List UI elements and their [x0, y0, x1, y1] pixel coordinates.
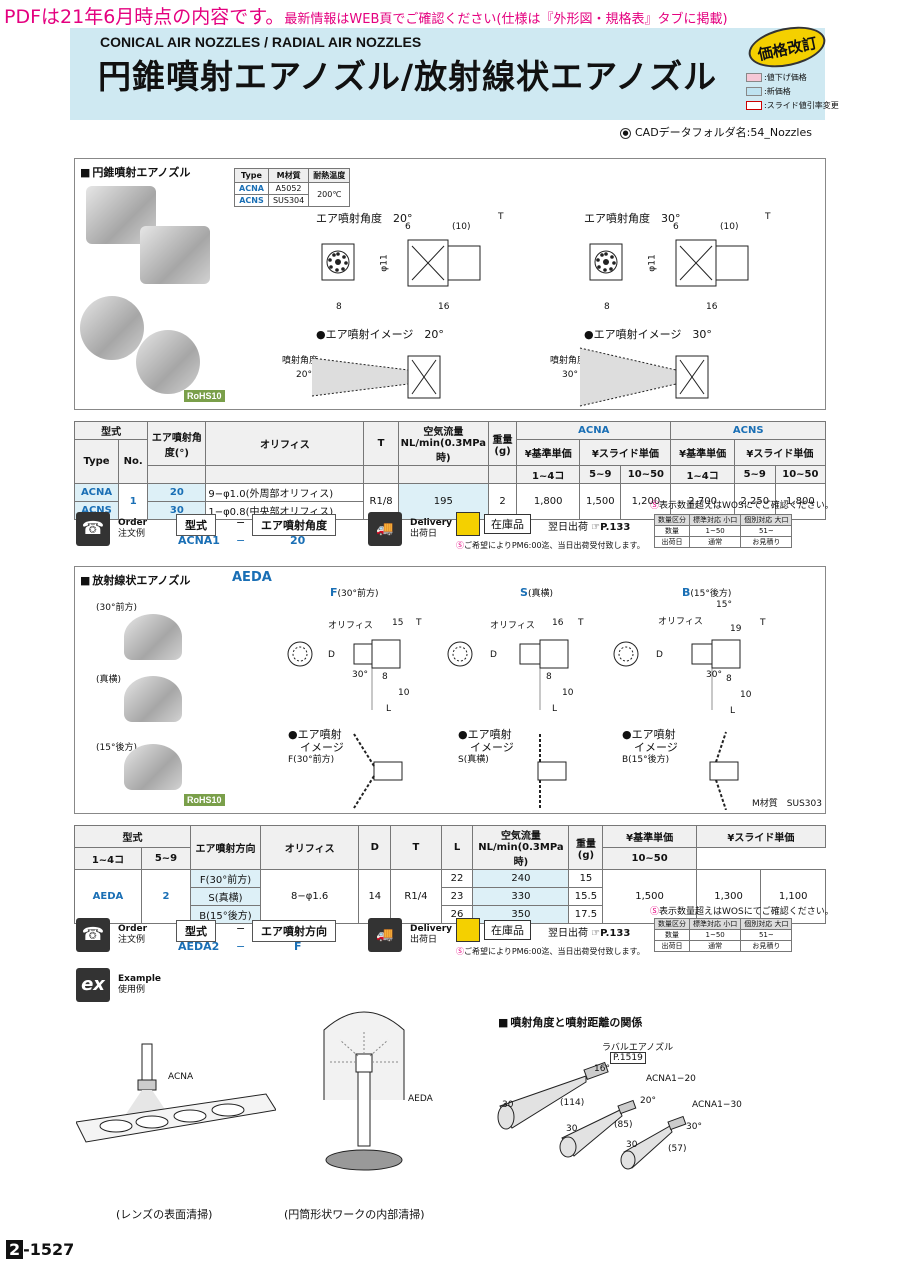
radial-spray-s	[537, 732, 567, 810]
box-icon-2	[456, 918, 480, 942]
delivery-note-2: Ⓢご希望によりPM6:00迄、当日出荷受付致します。	[456, 947, 645, 956]
notice-sub: 最新情報はWEB頁でご確認ください(仕様は『外形図・規格表』タブに掲載)	[284, 12, 728, 27]
spray-cone-30	[579, 347, 709, 407]
phone-icon-2: ☎	[76, 918, 110, 952]
aeda-photo-s	[124, 676, 182, 722]
truck-icon-2: 🚚	[368, 918, 402, 952]
order-example-model-2: AEDA2	[178, 940, 220, 953]
next-day-ship: 翌日出荷 ☞P.133	[548, 522, 631, 533]
radial-spray-b	[709, 731, 739, 810]
laval-page: P.1519	[610, 1052, 646, 1064]
spray-image-20-label: ●エア噴射イメージ 20°	[316, 328, 444, 341]
header-band	[70, 28, 825, 120]
order-col-direction: エア噴射方向	[252, 920, 336, 942]
example-lens-cleaning	[76, 1043, 276, 1143]
box-icon	[456, 512, 480, 536]
order-col-angle: エア噴射角度	[252, 514, 336, 536]
cad-folder: ●CADデータフォルダ名:54_Nozzles	[620, 124, 812, 140]
acns-drawing-30	[589, 239, 749, 287]
type-acna: ACNA	[73, 483, 120, 502]
page-number: 2-1527	[6, 1240, 74, 1259]
relation-title: 噴射角度と噴射距離の関係	[498, 1014, 642, 1030]
radial-title: 放射線状エアノズル	[80, 572, 190, 588]
acna30-label: ACNA1−30	[692, 1100, 742, 1110]
radial-spec-table: 型式 エア噴射方向 オリフィス D T L 空気流量NL/min(0.3MPa時…	[74, 825, 827, 924]
example-cylinder-cleaning	[323, 1011, 405, 1171]
radial-spray-f	[353, 733, 403, 809]
order-example-direction: F	[294, 940, 302, 953]
type-aeda: AEDA	[74, 869, 142, 924]
page-title: 円錐噴射エアノズル/放射線状エアノズル	[98, 57, 718, 96]
acna20-label: ACNA1−20	[646, 1074, 696, 1084]
spray-image-30-label: ●エア噴射イメージ 30°	[584, 328, 712, 341]
pdf-notice: PDFは21年6月時点の内容です。最新情報はWEB頁でご確認ください(仕様は『外…	[4, 2, 728, 29]
order-example-model: ACNA1	[178, 534, 220, 547]
next-day-ship-2: 翌日出荷 ☞P.133	[548, 928, 631, 939]
legend-item-new-price: :新価格	[746, 86, 791, 97]
spray-cone-20	[311, 355, 441, 399]
radial-model: AEDA	[232, 570, 272, 585]
rohs-badge: RoHS10	[184, 390, 225, 402]
order-col-model-2: 型式	[176, 920, 216, 942]
legend-item-price-down: :値下げ価格	[746, 72, 807, 83]
aeda-photo-b	[124, 744, 182, 790]
radial-panel	[74, 566, 826, 814]
ex2-tag: AEDA	[408, 1094, 433, 1104]
notice-main: PDFは21年6月時点の内容です。	[4, 6, 285, 28]
variant-s-label: S(真横)	[520, 586, 553, 599]
ex1-caption: (レンズの表面清掃)	[116, 1208, 213, 1221]
aeda-b-drawing	[613, 639, 741, 710]
radial-material: M材質 SUS303	[752, 799, 822, 809]
wos-note-2: Ⓢ表示数量超えはWOSにてご確認ください。	[650, 907, 834, 917]
header-subtitle: CONICAL AIR NOZZLES / RADIAL AIR NOZZLES	[100, 34, 422, 50]
variant-f-label: F(30°前方)	[330, 586, 379, 599]
delivery-note-1: Ⓢご希望によりPM6:00迄、当日出荷受付致します。	[456, 541, 645, 550]
legend-item-slide-change: :スライド値引率変更	[746, 100, 839, 111]
spray-angle-side-20: 噴射角度	[282, 356, 319, 366]
relation-diagram	[497, 1061, 687, 1170]
ex1-tag: ACNA	[168, 1072, 194, 1082]
in-stock-label-2: 在庫品	[484, 920, 531, 940]
aeda-f-drawing	[287, 639, 401, 710]
order-example-angle: 20	[290, 534, 306, 547]
phone-icon: ☎	[76, 512, 110, 546]
aeda-photo-f	[124, 614, 182, 660]
cad-disc-icon: ●	[620, 127, 631, 139]
aeda-s-drawing	[447, 639, 569, 710]
conical-spec-table: 型式 エア噴射角度(°) オリフィス T 空気流量NL/min(0.3MPa時)…	[73, 421, 827, 520]
in-stock-label: 在庫品	[484, 514, 531, 534]
spray-angle-30-label: エア噴射角度 30°	[584, 212, 681, 225]
order-col-model: 型式	[176, 514, 216, 536]
conical-title: 円錐噴射エアノズル	[80, 164, 190, 180]
acna-drawing-20	[321, 239, 481, 287]
acns-photo-1	[80, 296, 144, 360]
example-icon: ex	[76, 968, 110, 1002]
spray-angle-side-30: 噴射角度	[550, 356, 587, 366]
spray-angle-20-label: エア噴射角度 20°	[316, 212, 413, 225]
variant-b-label: B(15°後方)	[682, 586, 732, 599]
acna-photo-2	[140, 226, 210, 284]
acns-photo-2	[136, 330, 200, 394]
ex2-caption: (円筒形状ワークの内部清掃)	[284, 1208, 425, 1221]
laval-label: ラバルエアノズル	[602, 1043, 674, 1053]
wos-note-1: Ⓢ表示数量超えはWOSにてご確認ください。	[650, 501, 834, 511]
rohs-badge-2: RoHS10	[184, 794, 225, 806]
truck-icon: 🚚	[368, 512, 402, 546]
conical-panel	[74, 158, 826, 410]
